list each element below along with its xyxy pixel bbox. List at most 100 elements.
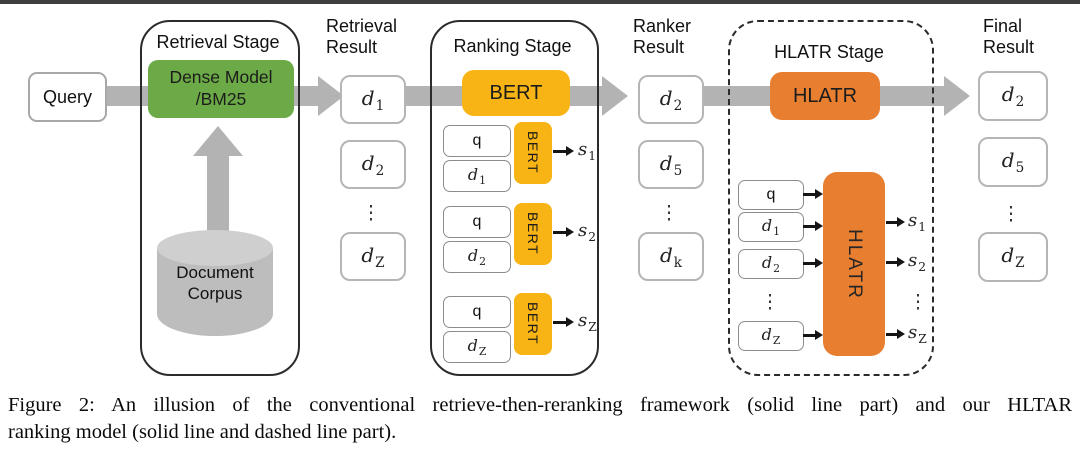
retrieval-stage-title: Retrieval Stage xyxy=(156,32,280,52)
doc-label: dZ xyxy=(1001,243,1025,271)
flow-arrow-segment xyxy=(294,86,320,106)
hlatr-stage-container xyxy=(728,20,934,376)
doc-label: d2 xyxy=(761,252,781,276)
output-arrow-line xyxy=(886,221,898,224)
retrieval-result-item: d2 xyxy=(340,140,406,189)
hlatr-model-box: HLATR xyxy=(770,72,880,120)
ranking-stage-title: Ranking Stage xyxy=(453,36,572,56)
bert-vertical-label: BERT xyxy=(525,131,541,175)
score-math: sZ xyxy=(908,322,927,346)
doc-label: d5 xyxy=(1001,148,1025,176)
input-arrow-line xyxy=(803,225,816,228)
flow-arrowhead-icon xyxy=(318,76,344,116)
score-label: s1 xyxy=(578,139,596,163)
top-edge-bar xyxy=(0,0,1080,4)
output-arrow-line xyxy=(886,333,898,336)
bert-vertical-label: BERT xyxy=(525,212,541,256)
score-math: sZ xyxy=(578,310,597,334)
ellipsis: ⋮ xyxy=(908,291,928,313)
ranker-result-item: d2 xyxy=(638,75,704,124)
score-label: sZ xyxy=(578,310,597,334)
bert-pair-box: BERT xyxy=(514,293,552,355)
retrieval-result-item: dZ xyxy=(340,232,406,281)
corpus-cylinder-top xyxy=(157,230,273,266)
input-arrow-line xyxy=(803,193,816,196)
score-math: s1 xyxy=(908,210,927,234)
score-arrow-line xyxy=(553,231,566,234)
doc-label: d1 xyxy=(467,164,487,188)
doc-label: d2 xyxy=(467,245,487,269)
final-result-title: Final Result xyxy=(983,16,1073,58)
doc-label: d5 xyxy=(659,150,683,179)
corpus-line2: Corpus xyxy=(187,284,243,304)
hlatr-stage-title: HLATR Stage xyxy=(774,42,884,62)
figure-caption: Figure 2: An illusion of the conventiona… xyxy=(8,392,1072,446)
final-result-item: d5 xyxy=(978,137,1048,187)
doc-label: dZ xyxy=(761,324,781,348)
score-math: s2 xyxy=(908,250,927,274)
input-arrowhead-icon xyxy=(815,258,823,268)
hlatr-input-doc: d1 xyxy=(738,212,804,242)
bert-label: BERT xyxy=(489,81,543,104)
input-arrowhead-icon xyxy=(815,189,823,199)
query-input-box: q xyxy=(443,296,511,328)
doc-label: d1 xyxy=(761,215,781,239)
hlatr-input-q: q xyxy=(738,180,804,210)
retrieval-result-title-line2: Result xyxy=(326,37,378,58)
up-arrowhead-icon xyxy=(193,126,243,156)
input-arrowhead-icon xyxy=(815,221,823,231)
dense-model-line1: Dense Model xyxy=(169,67,273,88)
doc-input-box: d1 xyxy=(443,160,511,192)
q-label: q xyxy=(766,186,776,203)
hlatr-input-doc: dZ xyxy=(738,321,804,351)
hlatr-label: HLATR xyxy=(792,84,858,107)
ellipsis: ⋮ xyxy=(760,291,780,313)
hlatr-vertical-box: HLATR xyxy=(823,172,885,356)
score-arrowhead-icon xyxy=(566,146,574,156)
output-arrow-line xyxy=(886,261,898,264)
dense-model-box: Dense Model /BM25 xyxy=(148,60,294,118)
flow-arrow-segment xyxy=(103,86,150,106)
ranker-result-item: d5 xyxy=(638,140,704,189)
score-arrow-line xyxy=(553,321,566,324)
retrieval-result-title-line1: Retrieval xyxy=(326,16,398,36)
bert-pair-box: BERT xyxy=(514,203,552,265)
final-result-item: dZ xyxy=(978,232,1048,282)
query-input-box: q xyxy=(443,125,511,157)
query-input-box: q xyxy=(443,206,511,238)
q-label: q xyxy=(472,132,482,149)
input-arrow-line xyxy=(803,334,816,337)
retrieval-result-title: Retrieval Result xyxy=(326,16,420,58)
output-arrowhead-icon xyxy=(897,217,905,227)
ellipsis: ⋮ xyxy=(659,202,679,224)
dense-model-line2: /BM25 xyxy=(195,89,247,109)
ellipsis: ⋮ xyxy=(361,202,381,224)
score-label: s2 xyxy=(908,250,926,274)
doc-label: d1 xyxy=(361,85,385,114)
flow-arrowhead-icon xyxy=(602,76,628,116)
caption-line2: ranking model (solid line and dashed lin… xyxy=(8,421,397,443)
input-arrowhead-icon xyxy=(815,330,823,340)
score-label: s1 xyxy=(908,210,926,234)
output-arrowhead-icon xyxy=(897,329,905,339)
flow-arrowhead-icon xyxy=(944,76,970,116)
score-label: sZ xyxy=(908,322,927,346)
q-label: q xyxy=(472,213,482,230)
doc-label: dZ xyxy=(467,335,487,359)
score-arrowhead-icon xyxy=(566,317,574,327)
bert-vertical-label: BERT xyxy=(525,302,541,346)
retrieval-stage-container xyxy=(140,20,300,376)
q-label: q xyxy=(472,303,482,320)
hlatr-input-doc: d2 xyxy=(738,249,804,279)
doc-input-box: dZ xyxy=(443,331,511,363)
caption-line1: Figure 2: An illusion of the conventiona… xyxy=(8,394,1072,416)
output-arrowhead-icon xyxy=(897,257,905,267)
final-result-title-line1: Final xyxy=(983,16,1023,36)
ranking-stage-container xyxy=(430,20,599,376)
score-math: s2 xyxy=(578,220,597,244)
final-result-title-line2: Result xyxy=(983,37,1035,58)
ranker-result-title-line2: Result xyxy=(633,37,685,58)
score-arrowhead-icon xyxy=(566,227,574,237)
input-arrow-line xyxy=(803,262,816,265)
